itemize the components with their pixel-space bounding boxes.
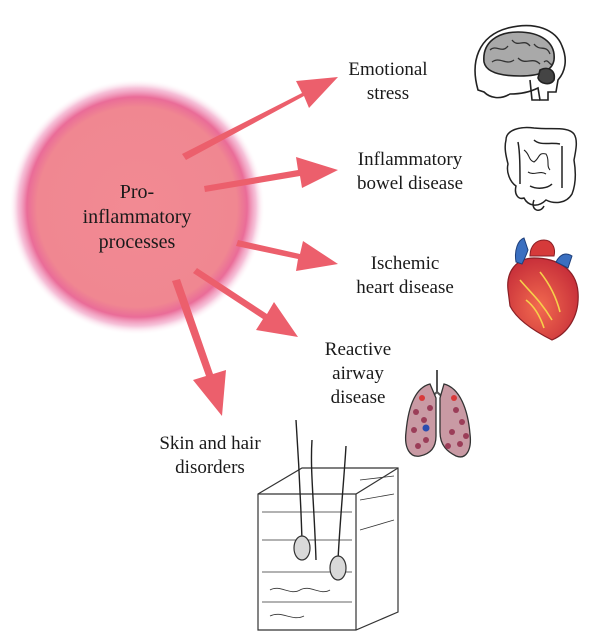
arrows	[172, 77, 338, 416]
label-ischemic-heart-disease: Ischemic heart disease	[340, 252, 470, 300]
center-label-line: processes	[98, 231, 176, 253]
heart-icon	[507, 237, 579, 341]
arrow-to-skin-disorders	[172, 279, 226, 416]
center-label-line: Pro-	[119, 181, 155, 203]
center-label-line: inflammatory	[82, 206, 192, 228]
lungs-icon	[404, 370, 472, 458]
label-line: heart disease	[356, 277, 454, 298]
intestine-icon	[504, 126, 578, 211]
label-line: Inflammatory	[357, 149, 463, 170]
label-line: Skin and hair	[159, 433, 261, 454]
label-line: Ischemic	[370, 253, 440, 274]
center-label: Pro- inflammatory processes	[82, 180, 192, 255]
label-line: disease	[330, 387, 386, 408]
label-reactive-airway-disease: Reactive airway disease	[306, 338, 410, 410]
brain-head-icon	[474, 24, 567, 101]
label-inflammatory-bowel-disease: Inflammatory bowel disease	[340, 148, 480, 196]
label-line: disorders	[175, 457, 245, 478]
arrow-to-bowel-disease	[204, 157, 338, 192]
arrow-to-heart-disease	[236, 240, 338, 271]
label-line: stress	[366, 83, 410, 104]
label-line: airway	[332, 363, 384, 384]
label-emotional-stress: Emotional stress	[328, 58, 448, 106]
arrow-to-emotional-stress	[182, 77, 338, 160]
label-skin-and-hair-disorders: Skin and hair disorders	[150, 432, 270, 480]
label-line: bowel disease	[356, 173, 464, 194]
label-line: Reactive	[324, 339, 392, 360]
skin-hair-icon	[257, 419, 399, 631]
arrow-to-airway-disease	[193, 268, 298, 337]
label-line: Emotional	[348, 59, 428, 80]
